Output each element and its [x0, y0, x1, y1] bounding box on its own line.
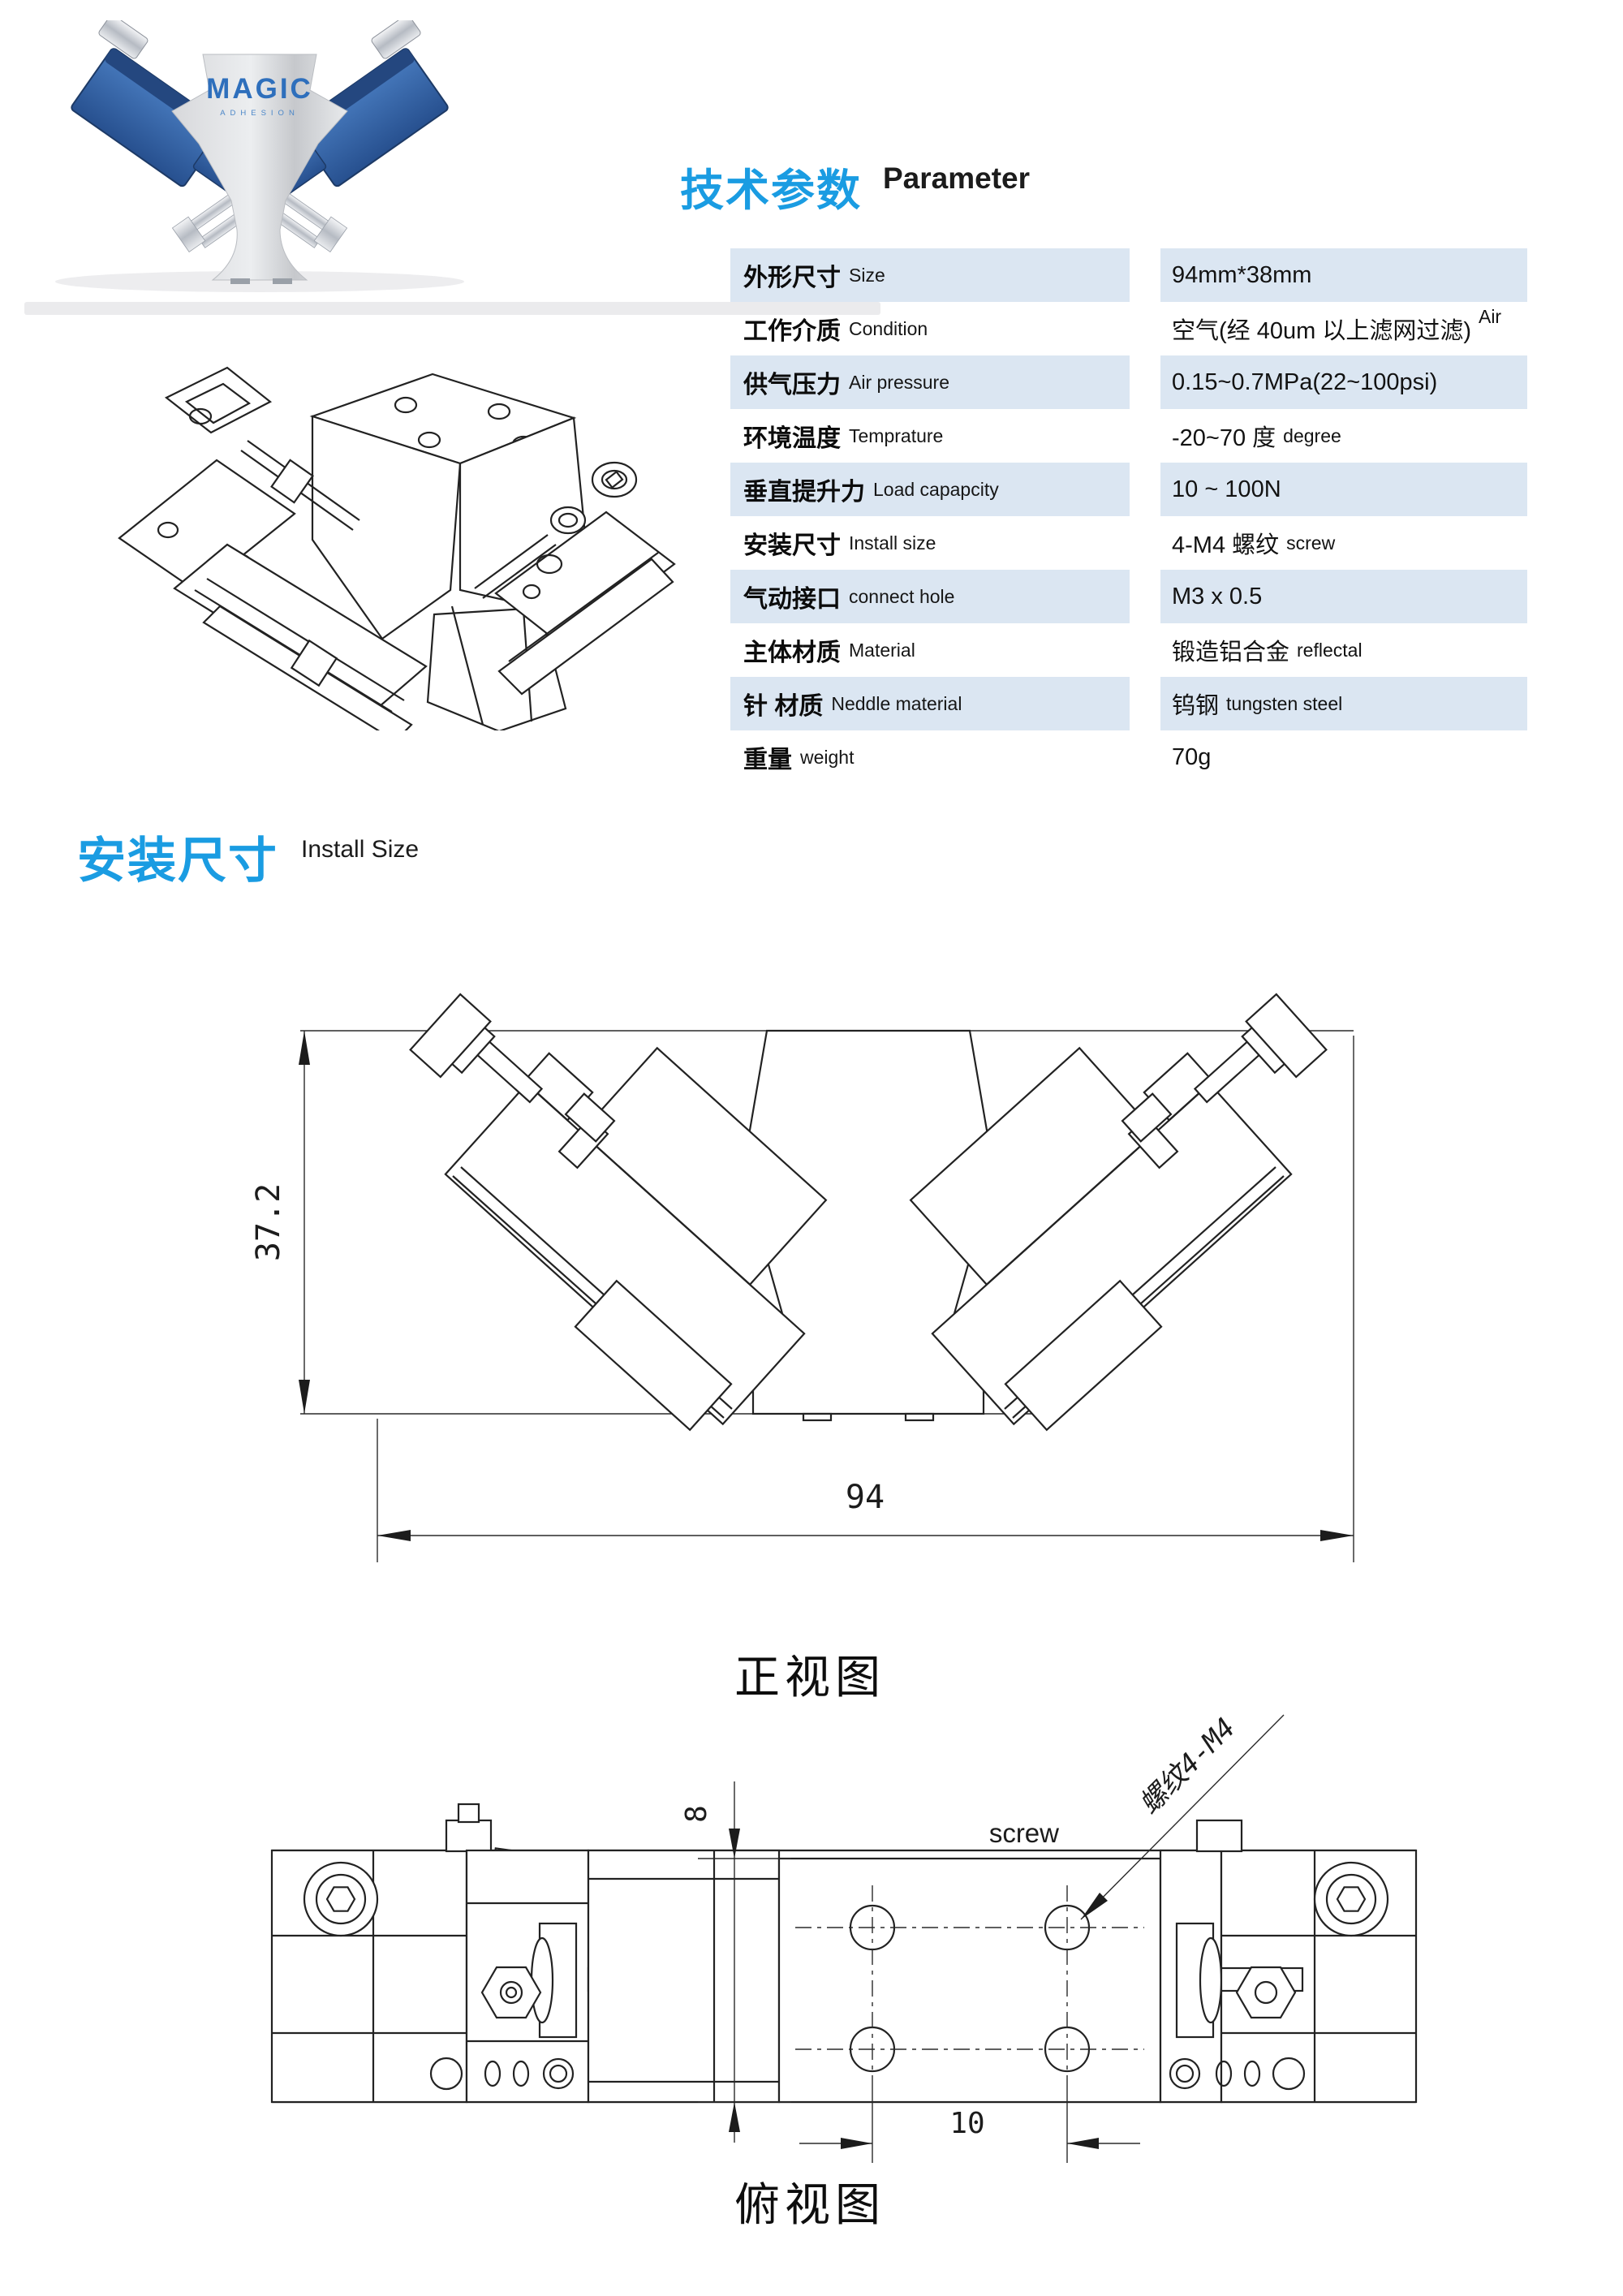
param-label-en: Neddle material — [831, 692, 962, 714]
param-value: 10 ~ 100N — [1172, 476, 1281, 502]
param-label-cell: 重量 weight — [730, 730, 1130, 784]
param-label-zh: 安装尺寸 — [743, 532, 841, 559]
param-value-cell: 空气(经 40um 以上滤网过滤) Air — [1160, 302, 1527, 355]
top-view-dim-10: 10 — [949, 2107, 984, 2140]
top-view-label: 俯视图 — [734, 2179, 885, 2230]
parameter-table: 外形尺寸 Size 94mm*38mm 工作介质 Condition 空气(经 … — [730, 248, 1591, 784]
param-label-zh: 重量 — [743, 747, 792, 773]
param-value: 0.15~0.7MPa(22~100psi) — [1172, 368, 1438, 395]
param-label-cell: 环境温度 Temprature — [730, 409, 1130, 463]
param-label-en: connect hole — [849, 585, 955, 607]
param-label-zh: 针 材质 — [743, 693, 824, 720]
param-value-cell: 0.15~0.7MPa(22~100psi) — [1160, 355, 1527, 409]
photo-floor-strip — [24, 302, 880, 315]
param-value-suffix: Air — [1478, 306, 1502, 327]
param-value-cell: 70g — [1160, 730, 1527, 784]
param-value-cell: M3 x 0.5 — [1160, 570, 1527, 623]
front-view-drawing: 37.2 94 — [250, 993, 1354, 1562]
param-label-cell: 垂直提升力 Load capapcity — [730, 463, 1130, 516]
param-value-cell: 4-M4 螺纹 screw — [1160, 516, 1527, 570]
param-value-cell: 10 ~ 100N — [1160, 463, 1527, 516]
table-row: 主体材质 Material 锻造铝合金 reflectal — [730, 623, 1591, 677]
param-value-suffix: degree — [1283, 424, 1341, 446]
table-row: 气动接口 connect hole M3 x 0.5 — [730, 570, 1591, 623]
param-value: 空气(经 40um 以上滤网过滤) — [1172, 318, 1471, 344]
param-label-zh: 垂直提升力 — [743, 479, 865, 506]
table-row: 垂直提升力 Load capapcity 10 ~ 100N — [730, 463, 1591, 516]
photo-foot-right — [273, 278, 292, 284]
top-view-drawing: 8 10 screw 螺纹4-M4 — [270, 1712, 1418, 2163]
top-view-dim-8: 8 — [680, 1805, 713, 1823]
param-label-en: Size — [849, 264, 885, 286]
parameter-title-en: Parameter — [883, 162, 1031, 195]
photo-center-body — [171, 54, 348, 281]
param-value: -20~70 度 — [1172, 425, 1276, 451]
thread-annotation: 螺纹4-M4 — [1133, 1712, 1242, 1820]
isometric-line-drawing — [118, 366, 676, 730]
photo-foot-left — [230, 278, 250, 284]
param-value: M3 x 0.5 — [1172, 583, 1263, 610]
table-row: 外形尺寸 Size 94mm*38mm — [730, 248, 1591, 302]
param-label-zh: 环境温度 — [743, 425, 841, 452]
param-label-en: Temprature — [849, 424, 944, 446]
param-label-en: Air pressure — [849, 371, 949, 393]
param-label-cell: 工作介质 Condition — [730, 302, 1130, 355]
param-label-zh: 外形尺寸 — [743, 265, 841, 291]
install-title-en: Install Size — [301, 836, 420, 863]
param-value-cell: 锻造铝合金 reflectal — [1160, 623, 1527, 677]
table-row: 供气压力 Air pressure 0.15~0.7MPa(22~100psi) — [730, 355, 1591, 409]
param-label-cell: 气动接口 connect hole — [730, 570, 1130, 623]
param-label-en: Load capapcity — [873, 478, 999, 500]
product-photo: MAGIC ADHESION — [55, 20, 467, 292]
param-value-suffix: tungsten steel — [1226, 692, 1343, 714]
param-label-cell: 主体材质 Material — [730, 623, 1130, 677]
param-value: 70g — [1172, 743, 1212, 770]
brand-logo-subtext: ADHESION — [220, 109, 299, 118]
param-value-cell: 钨钢 tungsten steel — [1160, 677, 1527, 730]
param-value-cell: 94mm*38mm — [1160, 248, 1527, 302]
front-view-left-arm — [409, 993, 828, 1432]
table-row: 环境温度 Temprature -20~70 度 degree — [730, 409, 1591, 463]
param-label-zh: 气动接口 — [743, 586, 841, 613]
brand-logo: MAGIC — [206, 73, 313, 105]
param-label-en: Material — [849, 639, 915, 661]
photo-shadow — [55, 271, 464, 292]
table-row: 安装尺寸 Install size 4-M4 螺纹 screw — [730, 516, 1591, 570]
front-view-height-dim: 37.2 — [250, 1183, 287, 1261]
param-label-en: weight — [800, 746, 855, 768]
table-row: 针 材质 Neddle material 钨钢 tungsten steel — [730, 677, 1591, 730]
table-row: 工作介质 Condition 空气(经 40um 以上滤网过滤) Air — [730, 302, 1591, 355]
front-view-width-dim: 94 — [846, 1479, 885, 1516]
param-value: 4-M4 螺纹 — [1172, 532, 1280, 558]
param-value-cell: -20~70 度 degree — [1160, 409, 1527, 463]
param-label-cell: 安装尺寸 Install size — [730, 516, 1130, 570]
param-value: 锻造铝合金 — [1172, 640, 1290, 666]
param-label-en: Condition — [849, 317, 928, 339]
screw-annotation: screw — [989, 1818, 1059, 1848]
param-label-cell: 外形尺寸 Size — [730, 248, 1130, 302]
param-value: 钨钢 — [1172, 693, 1220, 719]
param-label-en: Install size — [849, 532, 936, 554]
parameter-section-heading: 技术参数 Parameter — [680, 154, 1030, 218]
param-value: 94mm*38mm — [1172, 261, 1312, 288]
param-label-zh: 供气压力 — [743, 372, 841, 398]
install-size-heading: 安装尺寸 Install Size — [77, 821, 419, 892]
param-value-suffix: reflectal — [1297, 639, 1363, 661]
param-label-cell: 针 材质 Neddle material — [730, 677, 1130, 730]
front-view-label: 正视图 — [734, 1652, 885, 1703]
param-label-zh: 主体材质 — [743, 640, 841, 666]
parameter-title-zh: 技术参数 — [680, 166, 862, 215]
param-label-cell: 供气压力 Air pressure — [730, 355, 1130, 409]
table-row: 重量 weight 70g — [730, 730, 1591, 784]
param-value-suffix: screw — [1286, 532, 1336, 554]
install-title-zh: 安装尺寸 — [77, 834, 278, 888]
param-label-zh: 工作介质 — [743, 318, 841, 345]
